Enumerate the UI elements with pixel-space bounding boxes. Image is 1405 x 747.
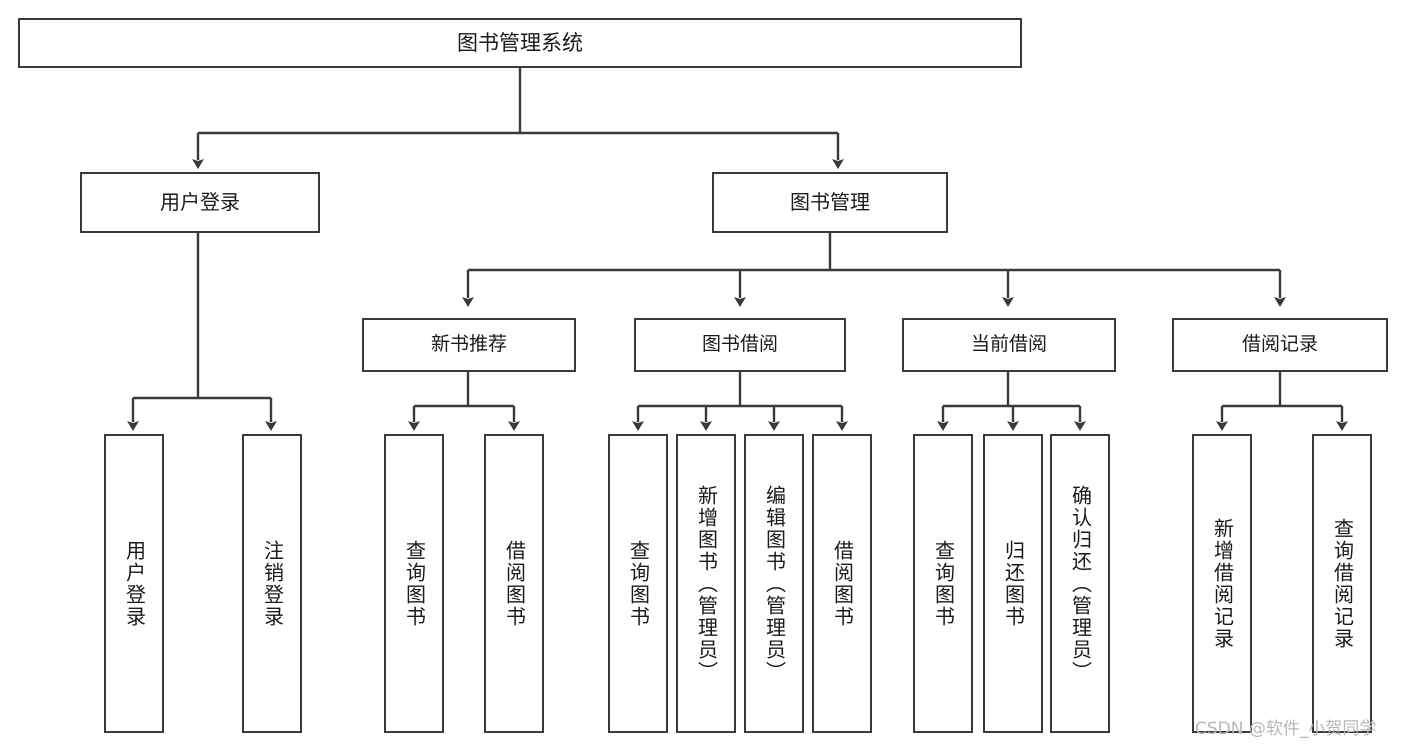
node-new-book-recommend[interactable]: 新书推荐	[362, 318, 576, 372]
leaf-borrow-record-query[interactable]: 查询借阅记录	[1312, 434, 1372, 733]
node-current-borrow-label: 当前借阅	[970, 333, 1047, 356]
leaf-label: 归还图书	[1001, 539, 1026, 628]
leaf-current-borrow-confirm-return[interactable]: 确认归还（管理员）	[1050, 434, 1110, 733]
leaf-user-login-login[interactable]: 用户登录	[104, 434, 164, 733]
node-borrow-record[interactable]: 借阅记录	[1172, 318, 1388, 372]
leaf-borrow-record-add[interactable]: 新增借阅记录	[1192, 434, 1252, 733]
node-user-login[interactable]: 用户登录	[80, 172, 320, 233]
leaf-current-borrow-query[interactable]: 查询图书	[913, 434, 973, 733]
leaf-label: 查询图书	[626, 539, 651, 628]
leaf-label: 查询借阅记录	[1330, 517, 1355, 650]
leaf-book-borrow-edit[interactable]: 编辑图书（管理员）	[744, 434, 804, 733]
node-borrow-record-label: 借阅记录	[1241, 333, 1318, 356]
node-root-label: 图书管理系统	[457, 30, 583, 55]
node-book-management[interactable]: 图书管理	[712, 172, 948, 233]
leaf-label: 借阅图书	[502, 539, 527, 628]
node-current-borrow[interactable]: 当前借阅	[902, 318, 1116, 372]
leaf-label: 查询图书	[402, 539, 427, 628]
leaf-label: 注销登录	[260, 539, 285, 628]
leaf-new-book-query[interactable]: 查询图书	[384, 434, 444, 733]
leaf-label: 新增图书（管理员）	[694, 484, 719, 683]
leaf-new-book-borrow[interactable]: 借阅图书	[484, 434, 544, 733]
node-book-borrow-label: 图书借阅	[701, 333, 778, 356]
leaf-label: 查询图书	[931, 539, 956, 628]
leaf-label: 借阅图书	[830, 539, 855, 628]
leaf-user-login-logout[interactable]: 注销登录	[242, 434, 302, 733]
node-user-login-label: 用户登录	[160, 190, 240, 214]
leaf-label: 用户登录	[122, 539, 147, 628]
node-new-book-recommend-label: 新书推荐	[430, 333, 507, 356]
leaf-label: 新增借阅记录	[1210, 517, 1235, 650]
node-root-system[interactable]: 图书管理系统	[18, 18, 1022, 68]
leaf-current-borrow-return[interactable]: 归还图书	[983, 434, 1043, 733]
leaf-book-borrow-query[interactable]: 查询图书	[608, 434, 668, 733]
csdn-watermark: CSDN @软件_小贺同学	[1195, 719, 1377, 739]
leaf-book-borrow-borrow[interactable]: 借阅图书	[812, 434, 872, 733]
leaf-label: 编辑图书（管理员）	[762, 484, 787, 683]
leaf-book-borrow-add[interactable]: 新增图书（管理员）	[676, 434, 736, 733]
leaf-label: 确认归还（管理员）	[1068, 484, 1093, 683]
node-book-management-label: 图书管理	[790, 190, 870, 214]
node-book-borrow[interactable]: 图书借阅	[634, 318, 846, 372]
